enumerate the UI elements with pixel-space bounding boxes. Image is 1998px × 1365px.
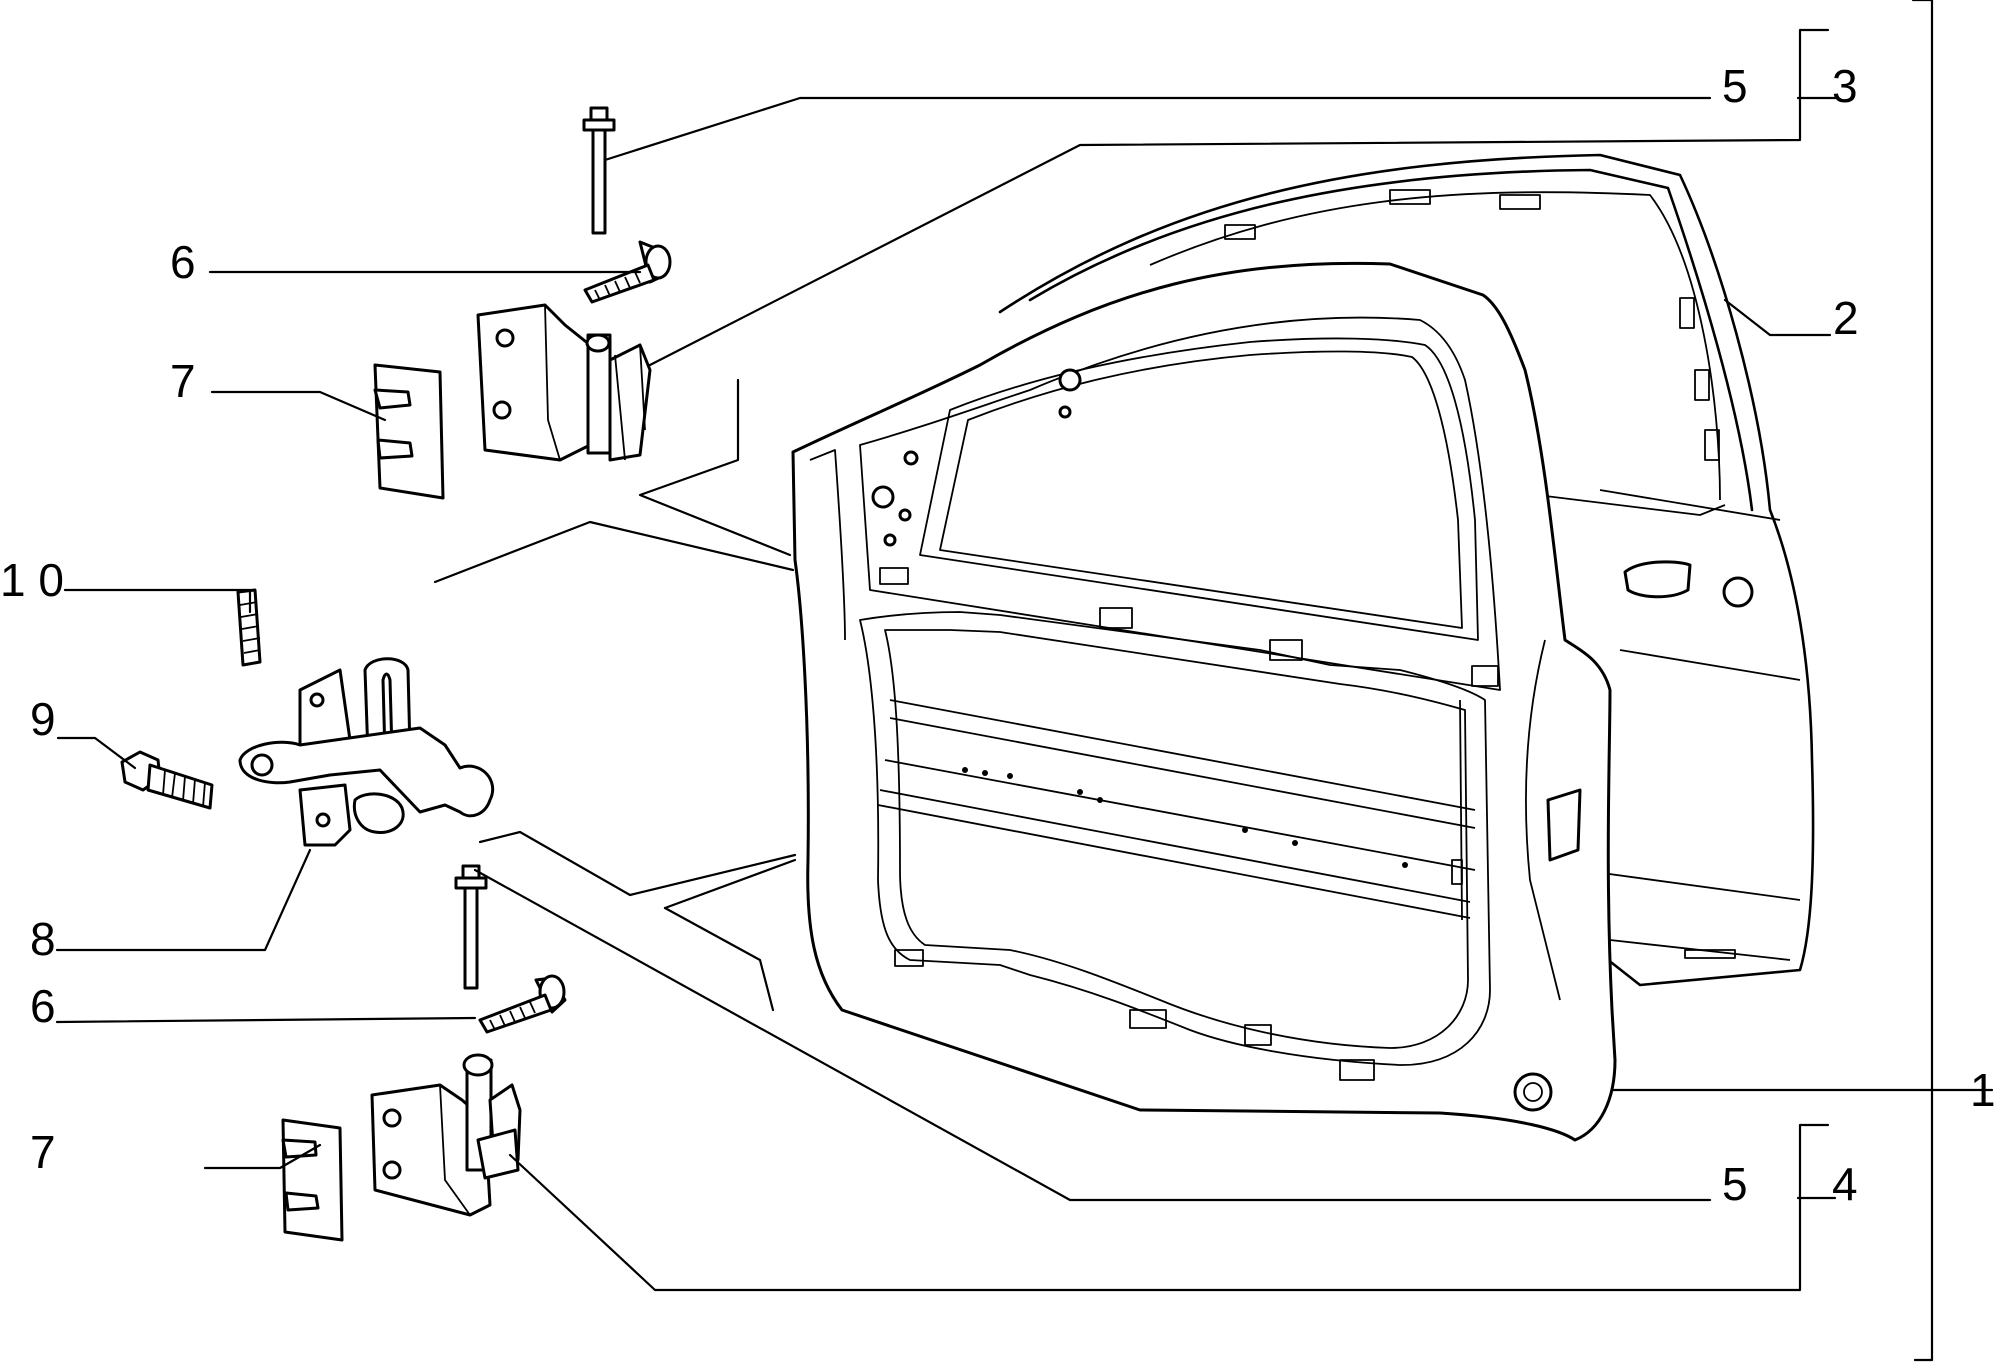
door-outer-skin xyxy=(998,153,1815,987)
upper-hinge-shim xyxy=(373,363,445,500)
upper-hinge-bolt xyxy=(582,106,616,235)
label-part-6-top: 6 xyxy=(170,236,196,288)
label-part-4: 4 xyxy=(1832,1158,1858,1210)
lower-hinge xyxy=(370,1053,522,1217)
check-strap-bolt xyxy=(120,750,214,810)
door-inner-frame xyxy=(791,261,1617,1142)
label-part-1: 1 xyxy=(1970,1064,1996,1116)
callout-labels: 5 3 2 1 5 4 6 7 1 0 9 8 6 7 xyxy=(0,60,1996,1210)
label-part-8: 8 xyxy=(30,913,56,965)
lower-hinge-shim xyxy=(281,1118,344,1242)
upper-hinge-screw xyxy=(583,240,672,304)
label-part-3: 3 xyxy=(1832,60,1858,112)
upper-hinge xyxy=(476,303,652,462)
door-check-strap xyxy=(238,657,495,847)
label-part-5-bottom: 5 xyxy=(1722,1158,1748,1210)
label-part-9: 9 xyxy=(30,693,56,745)
label-part-7-bottom: 7 xyxy=(30,1126,56,1178)
label-part-10: 1 0 xyxy=(0,554,64,606)
label-part-7-top: 7 xyxy=(170,355,196,407)
label-part-6-bottom: 6 xyxy=(30,980,56,1032)
label-part-2: 2 xyxy=(1833,292,1859,344)
lower-hinge-screw xyxy=(478,974,567,1034)
label-part-5-top: 5 xyxy=(1722,60,1748,112)
leader-lines xyxy=(55,0,1994,1362)
lower-hinge-bolt xyxy=(454,864,488,990)
